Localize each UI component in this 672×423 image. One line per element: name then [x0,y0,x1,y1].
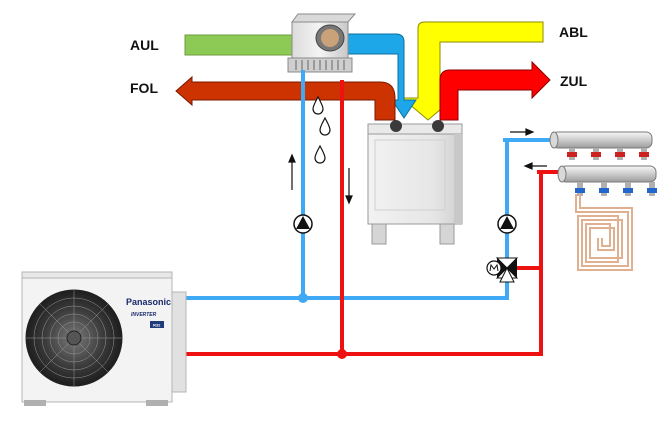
fol-label: FOL [130,80,158,96]
outdoor-air-duct [184,34,298,56]
aul-label: AUL [130,37,159,53]
flow-direction-arrow [345,168,353,205]
mixing-valve-icon [486,257,519,283]
manifold-supply-bar [549,131,653,149]
supply-air-duct [439,60,551,121]
inverter-label: INVERTER [131,312,157,318]
zul-label: ZUL [560,73,588,89]
cold-pipe-junction [298,293,308,303]
water-drop-icon [314,144,326,164]
flow-direction-arrow [523,162,547,170]
fan-grille [25,289,123,387]
pump-icon [293,214,313,234]
hot-pipe-junction [337,349,347,359]
brand-logo: Panasonic [126,297,171,307]
water-drop-icon [312,95,324,115]
water-drop-icon [319,116,331,136]
ventilation-unit [367,120,463,245]
exhaust-air-duct [175,75,396,121]
underfloor-heating-loop [575,194,633,271]
flow-direction-arrow [510,128,535,136]
pump-icon [497,214,517,234]
manifold-return-bar [557,165,657,183]
cold-air-duct [344,33,417,119]
duct-coil-box [287,13,357,73]
outdoor-heat-pump-unit [21,271,187,406]
hot-water-circuit [174,80,562,356]
manifold-valves [567,148,649,160]
abl-label: ABL [559,24,588,40]
refrigerant-badge [150,321,164,328]
manifold-valves [575,182,657,196]
flow-direction-arrow [288,153,296,190]
refrigerant-badge-label: R32 [153,323,161,328]
